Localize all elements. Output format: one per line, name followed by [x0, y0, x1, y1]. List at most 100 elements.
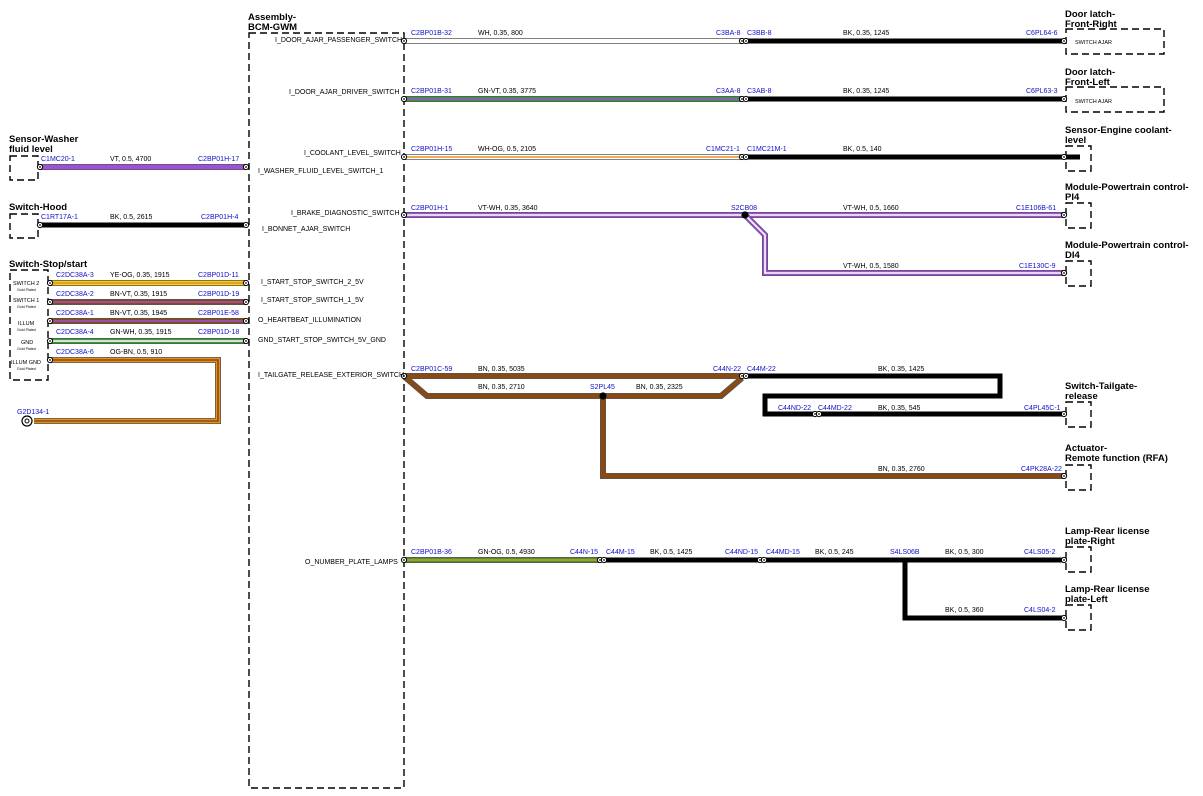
wire-brake-branch	[743, 213, 1064, 276]
pin-cool-end-dot	[1063, 156, 1065, 158]
conn-ground: G2D134-1	[17, 409, 49, 416]
wire-cool-2: BK, 0.5, 140	[843, 146, 882, 153]
conn-hood-b: C2BP01H-4	[201, 214, 238, 221]
signal-heartbeat: O_HEARTBEAT_ILLUMINATION	[258, 317, 361, 324]
pin-door-drv-inline-a-dot	[741, 98, 743, 100]
door-fr-inner: SWITCH AJAR	[1075, 40, 1112, 46]
conn-door-pass-a: C2BP01B-32	[411, 30, 452, 37]
lamp-rl-title-2: plate-Left	[1065, 594, 1109, 605]
pin-switch2-sub: Gold Plated	[17, 288, 36, 292]
signal-door-pass: I_DOOR_AJAR_PASSENGER_SWITCH	[275, 37, 402, 44]
door-fr-title-2: Front-Right	[1065, 19, 1118, 30]
wire-ss-5: OG-BN, 0.5, 910	[110, 349, 162, 356]
conn-door-drv-c: C3AB-8	[747, 88, 772, 95]
signal-gnd: GND_START_STOP_SWITCH_5V_GND	[258, 337, 386, 344]
conn-door-pass-c: C3BB-8	[747, 30, 772, 37]
pin-pl-l-dot	[1063, 617, 1065, 619]
pi4-title-2: PI4	[1065, 192, 1080, 203]
wire-ss-5-outline	[34, 357, 221, 424]
pin-illum: ILLUM	[18, 321, 35, 327]
wire-ss-2: BN-VT, 0.35, 1915	[110, 291, 167, 298]
washer-sensor-box	[9, 155, 39, 181]
pin-ss-bcm-3-dot	[245, 340, 247, 342]
connector-nodes-layer	[21, 37, 1068, 622]
washer-title-2: fluid level	[9, 144, 53, 155]
pin-cool-inline-a-dot	[741, 156, 743, 158]
pin-ss-bcm-0-dot	[245, 282, 247, 284]
wire-tg-2: BK, 0.35, 1425	[878, 366, 924, 373]
door-fr-title-1: Door latch-	[1065, 9, 1115, 20]
wire-tg-3: BN, 0.35, 2710	[478, 384, 525, 391]
wire-pl-branch	[902, 560, 1064, 621]
conn-brake-di4: C1E130C-9	[1019, 263, 1056, 270]
lamp-rr-title-1: Lamp-Rear license	[1065, 526, 1149, 537]
washer-title-1: Sensor-Washer	[9, 134, 79, 145]
lamp-rl-title-1: Lamp-Rear license	[1065, 584, 1149, 595]
pin-ss-sw-0-dot	[49, 282, 51, 284]
wire-pl-3: BK, 0.5, 245	[815, 549, 854, 556]
pin-pl-inline-a-dot	[599, 559, 601, 561]
signal-plate: O_NUMBER_PLATE_LAMPS	[305, 559, 398, 566]
pin-door-drv-bcm-dot	[403, 98, 405, 100]
conn-ss-b3: C2BP01E-58	[198, 310, 239, 317]
pin-door-pass-bcm-dot	[403, 40, 405, 42]
pin-door-pass-inline-b-dot	[745, 40, 747, 42]
pin-door-drv-end-dot	[1063, 98, 1065, 100]
pin-pl-inline-d-dot	[763, 559, 765, 561]
wire-pl-4: BK, 0.5, 300	[945, 549, 984, 556]
pin-tg-inline-a-dot	[741, 375, 743, 377]
wire-tg-4: BN, 0.35, 2325	[636, 384, 683, 391]
wire-door-drv-1: GN-VT, 0.35, 3775	[478, 88, 536, 95]
wire-tg-b	[744, 373, 1003, 417]
bcm-signal-labels: I_DOOR_AJAR_PASSENGER_SWITCH I_DOOR_AJAR…	[258, 37, 404, 566]
conn-ss-a4: C2DC38A-4	[56, 329, 94, 336]
wire-door-drv-2: BK, 0.35, 1245	[843, 88, 889, 95]
pin-tg-rfa-dot	[1063, 475, 1065, 477]
conn-door-drv-a: C2BP01B-31	[411, 88, 452, 95]
conn-tg-d: C44ND-22	[778, 405, 811, 412]
di4-title-2: DI4	[1065, 250, 1081, 261]
conn-pl-splice: S4LS06B	[890, 549, 920, 556]
wire-pl-2: BK, 0.5, 1425	[650, 549, 693, 556]
lamp-rr-box	[1065, 546, 1092, 573]
pin-tg-end-dot	[1063, 413, 1065, 415]
conn-tg-splice: S2PL45	[590, 384, 615, 391]
connector-labels: C2BP01B-32 C3BA-8 C3BB-8 C6PL64-6 C2BP01…	[17, 30, 1062, 614]
assembly-title-2: BCM-GWM	[248, 22, 297, 33]
wire-door-pass-1: WH, 0.35, 800	[478, 30, 523, 37]
conn-pl-b: C44N-15	[570, 549, 598, 556]
pin-switch1: SWITCH 1	[13, 298, 39, 304]
wire-brake-2: VT-WH, 0.5, 1660	[843, 205, 899, 212]
pin-illum-gnd-sub: Gold Plated	[17, 367, 36, 371]
splice-tailgate	[599, 392, 607, 400]
wire-spec-labels: WH, 0.35, 800 BK, 0.35, 1245 GN-VT, 0.35…	[110, 30, 984, 614]
conn-pl-a: C2BP01B-36	[411, 549, 452, 556]
pin-gnd-sub: Gold Plated	[17, 347, 36, 351]
pin-brake-bcm-dot	[403, 214, 405, 216]
conn-pl-r: C4LS05-2	[1024, 549, 1056, 556]
pin-pl-inline-b-dot	[603, 559, 605, 561]
pin-gnd: GND	[21, 340, 33, 346]
pin-ss-bcm-1-dot	[245, 301, 247, 303]
pin-tg-inline-b-dot	[745, 375, 747, 377]
wire-brake-1: VT-WH, 0.35, 3640	[478, 205, 538, 212]
wire-ss-4: GN-WH, 0.35, 1915	[110, 329, 172, 336]
splice-brake	[741, 211, 749, 219]
wire-cool-1: WH-OG, 0.5, 2105	[478, 146, 536, 153]
pin-ss-sw-4-dot	[49, 359, 51, 361]
signal-bonnet: I_BONNET_AJAR_SWITCH	[262, 226, 350, 233]
door-fl-title-2: Front-Left	[1065, 77, 1111, 88]
signal-door-drv: I_DOOR_AJAR_DRIVER_SWITCH	[289, 89, 399, 96]
wire-brake-branch-outline	[742, 212, 1064, 276]
pin-tg-inline-c-dot	[814, 413, 816, 415]
pin-brake-di4-dot	[1063, 272, 1065, 274]
coolant-title-2: level	[1065, 135, 1086, 146]
rfa-box	[1065, 464, 1092, 491]
wire-tg-5: BK, 0.35, 545	[878, 405, 921, 412]
conn-door-drv-b: C3AA-8	[716, 88, 741, 95]
pin-brake-pi4-dot	[1063, 214, 1065, 216]
pin-tg-inline-d-dot	[818, 413, 820, 415]
conn-cool-b: C1MC21-1	[706, 146, 740, 153]
wire-tg-rfa	[600, 396, 1064, 479]
